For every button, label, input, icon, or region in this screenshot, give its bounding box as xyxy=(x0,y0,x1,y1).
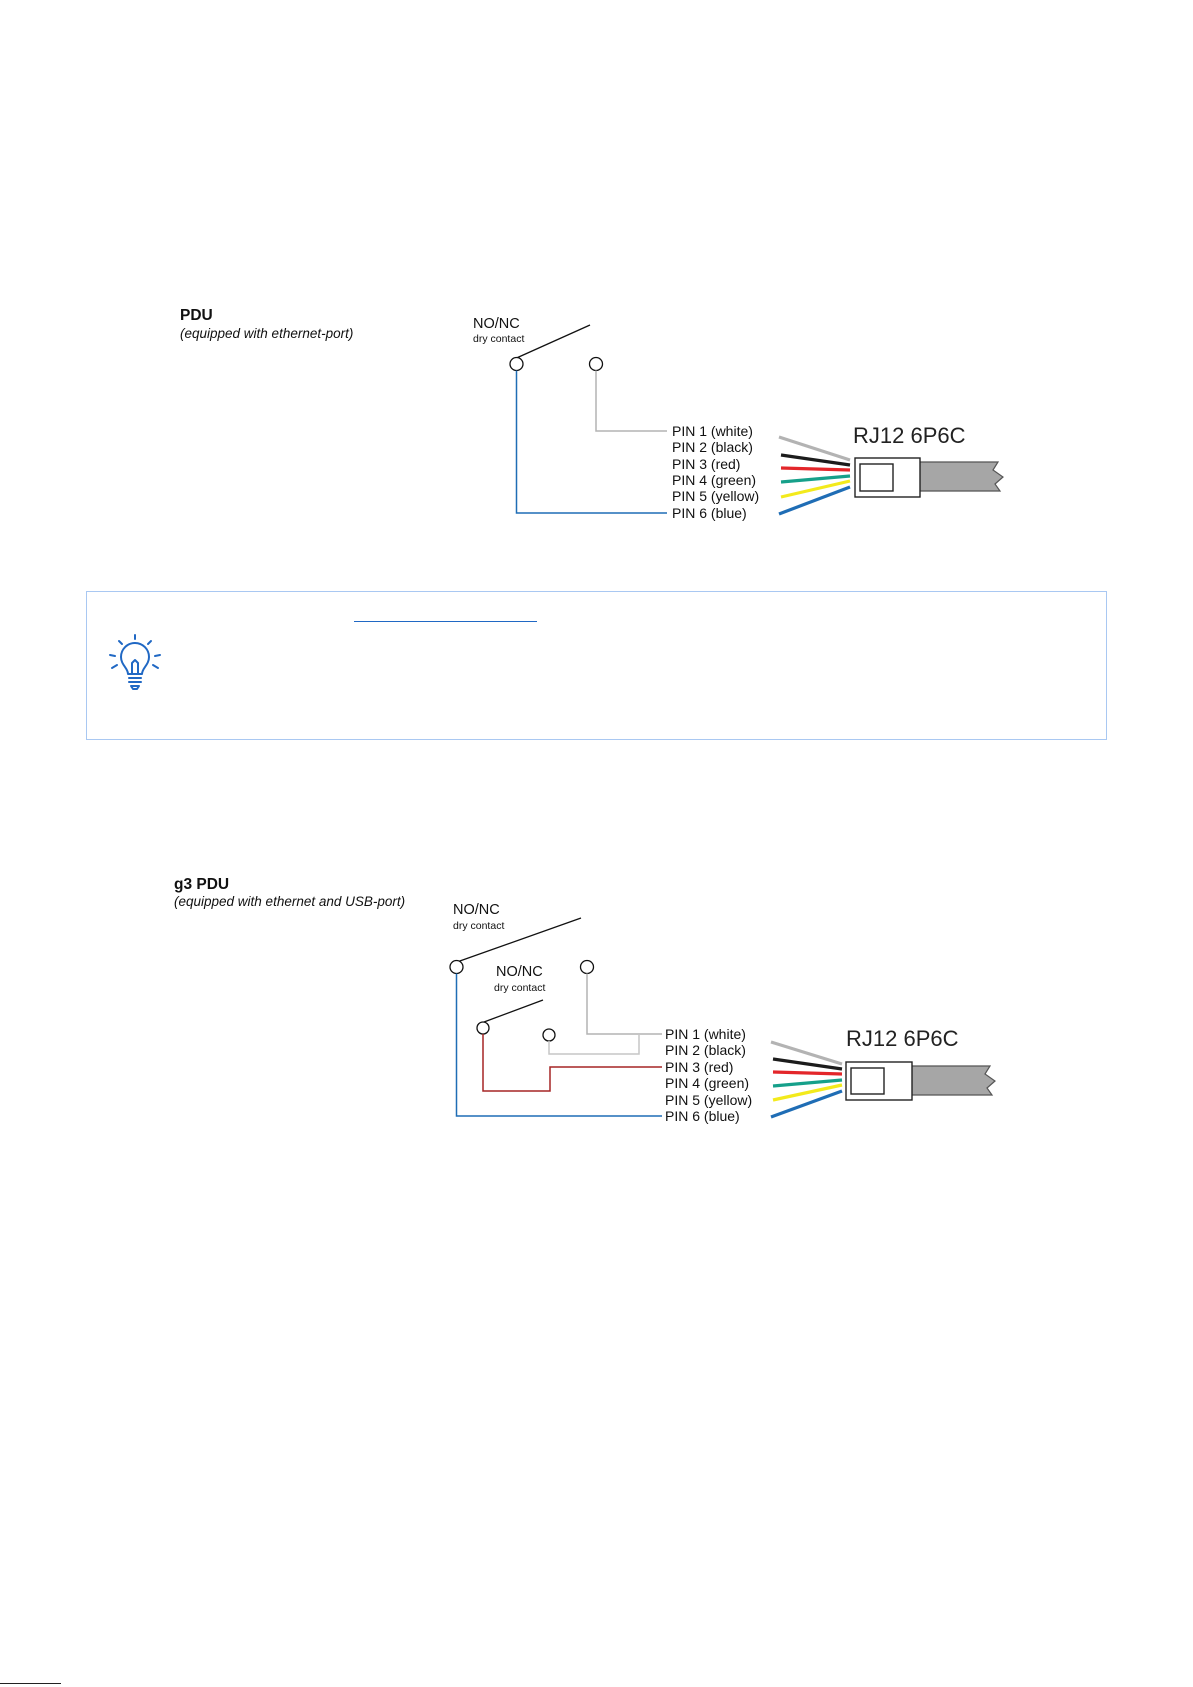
pin-label: PIN 4 (green) xyxy=(665,1075,749,1091)
pin-label: PIN 2 (black) xyxy=(672,439,753,455)
switch-label: NO/NC xyxy=(473,316,520,332)
switch-sublabel: dry contact xyxy=(494,982,545,994)
switch-lever xyxy=(483,999,544,1023)
wire-yellow xyxy=(780,479,851,499)
wire-green xyxy=(780,474,851,484)
light-ray xyxy=(118,640,123,645)
wire-blue xyxy=(770,1089,843,1119)
switch-label: NO/NC xyxy=(453,902,500,918)
light-ray xyxy=(152,664,159,669)
lead-pin2 xyxy=(548,1034,640,1055)
wire-white xyxy=(778,435,851,462)
wire-red xyxy=(772,1070,843,1076)
pin-label: PIN 4 (green) xyxy=(672,472,756,488)
cable-jacket xyxy=(910,1065,996,1096)
switch-terminal-contact xyxy=(542,1028,556,1042)
light-ray xyxy=(154,654,161,657)
pin-label: PIN 3 (red) xyxy=(665,1059,733,1075)
tip-link[interactable] xyxy=(354,610,537,622)
pin-label: PIN 6 (blue) xyxy=(672,505,747,521)
diagram-subtitle: (equipped with ethernet-port) xyxy=(180,326,353,341)
pin-label: PIN 6 (blue) xyxy=(665,1108,740,1124)
lead-pin1 xyxy=(586,973,662,1035)
wire-yellow xyxy=(772,1083,843,1102)
pdu-diagram: PDU (equipped with ethernet-port) NO/NC … xyxy=(180,307,1004,521)
wire-green xyxy=(772,1078,843,1088)
bulb-filament xyxy=(131,659,139,675)
lead-pin6 xyxy=(515,370,667,514)
lightbulb-icon-glyph xyxy=(109,634,161,690)
light-ray xyxy=(147,640,152,645)
switch-terminal-common xyxy=(509,356,524,372)
pin-label: PIN 5 (yellow) xyxy=(672,488,759,504)
cable-jacket xyxy=(918,461,1004,492)
diagram-title: g3 PDU xyxy=(174,876,229,893)
switch-terminal-common xyxy=(449,959,464,975)
switch-sublabel: dry contact xyxy=(453,920,504,932)
diagram-subtitle: (equipped with ethernet and USB-port) xyxy=(174,894,405,909)
switch-label: NO/NC xyxy=(496,964,543,980)
lead-pin3 xyxy=(482,1034,662,1092)
switch-sublabel: dry contact xyxy=(473,333,524,345)
pin-label: PIN 1 (white) xyxy=(672,423,753,439)
switch-terminal-contact xyxy=(579,959,595,975)
wire-red xyxy=(780,466,851,472)
footer-rule xyxy=(0,1683,61,1684)
g3-pdu-diagram: g3 PDU (equipped with ethernet and USB-p… xyxy=(174,876,996,1124)
lead-pin6 xyxy=(455,973,662,1117)
switch-lever xyxy=(456,917,582,963)
switch-terminal-contact xyxy=(588,356,604,372)
tip-box xyxy=(86,591,1107,740)
switch-lever xyxy=(516,324,591,359)
connector-label: RJ12 6P6C xyxy=(853,423,966,448)
light-ray xyxy=(111,664,118,669)
wire-white xyxy=(770,1040,843,1066)
pin-label: PIN 3 (red) xyxy=(672,456,740,472)
light-ray xyxy=(109,654,116,657)
wire-black xyxy=(780,453,851,467)
pin-label: PIN 5 (yellow) xyxy=(665,1092,752,1108)
wire-blue xyxy=(778,485,851,516)
lightbulb-icon xyxy=(107,634,163,692)
bulb-glass xyxy=(120,642,150,675)
connector-label: RJ12 6P6C xyxy=(846,1026,959,1051)
lead-pin1 xyxy=(595,370,667,432)
lightbulb-icon-strokes xyxy=(109,634,161,690)
wire-black xyxy=(772,1057,843,1071)
pin-label: PIN 1 (white) xyxy=(665,1026,746,1042)
switch-terminal-common xyxy=(476,1021,490,1035)
bulb-tip xyxy=(130,685,140,690)
diagram-title: PDU xyxy=(180,307,213,324)
rj12-plug-latch xyxy=(850,1067,885,1095)
rj12-plug-latch xyxy=(859,463,894,492)
pin-label: PIN 2 (black) xyxy=(665,1042,746,1058)
